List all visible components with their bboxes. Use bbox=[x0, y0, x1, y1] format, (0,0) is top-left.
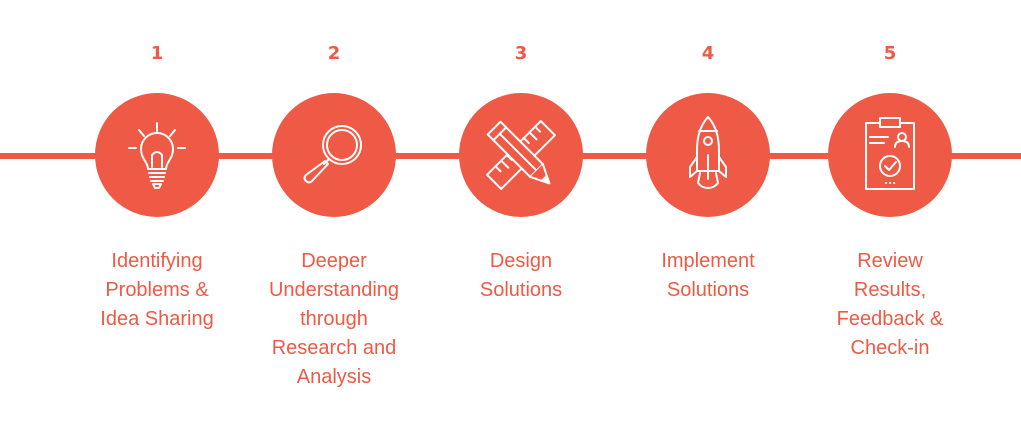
step-2: 2 Deeper Understanding through Research … bbox=[244, 0, 424, 428]
step-number: 2 bbox=[327, 43, 341, 64]
step-circle bbox=[828, 93, 952, 217]
magnifying-glass-icon bbox=[303, 125, 362, 184]
step-number: 5 bbox=[883, 43, 897, 64]
step-3: 3 bbox=[431, 0, 611, 428]
step-circle bbox=[95, 93, 219, 217]
step-1: 1 Identifying Problems & Idea Sharing bbox=[67, 0, 247, 428]
ruler-pencil-icon bbox=[486, 120, 556, 190]
step-circle bbox=[459, 93, 583, 217]
step-label: Review Results, Feedback & Check-in bbox=[836, 250, 944, 359]
step-number: 3 bbox=[514, 43, 528, 64]
step-circle bbox=[272, 93, 396, 217]
lightbulb-icon bbox=[128, 122, 186, 189]
step-4: 4 Implement Solutions bbox=[618, 0, 798, 428]
step-number: 1 bbox=[150, 43, 164, 64]
step-number: 4 bbox=[701, 43, 715, 64]
step-5: 5 Review Results, Feedback & Check-in bbox=[800, 0, 980, 428]
step-label: Implement Solutions bbox=[661, 250, 755, 301]
step-label: Identifying Problems & Idea Sharing bbox=[100, 250, 214, 330]
rocket-icon bbox=[689, 116, 727, 189]
step-circle bbox=[646, 93, 770, 217]
step-label: Design Solutions bbox=[479, 250, 563, 301]
clipboard-check-icon bbox=[865, 117, 915, 190]
step-label: Deeper Understanding through Research an… bbox=[268, 250, 400, 388]
